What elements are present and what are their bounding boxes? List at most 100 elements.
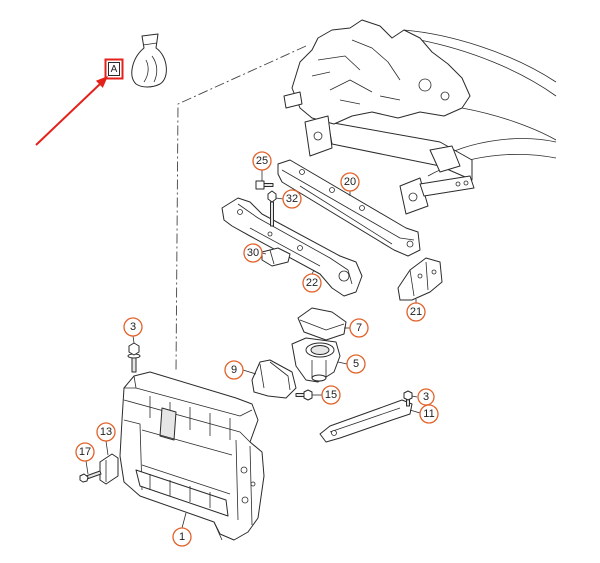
leader-5 bbox=[337, 361, 348, 365]
bracket-detail bbox=[409, 261, 429, 297]
fender-flange bbox=[461, 107, 557, 141]
callout-ring bbox=[302, 273, 322, 293]
lock-carrier-hole bbox=[297, 245, 303, 251]
part-21-bracket bbox=[397, 257, 443, 301]
leader-3-left bbox=[132, 335, 135, 344]
highlight-box bbox=[104, 58, 124, 80]
bolt-head bbox=[403, 390, 413, 401]
vehicle-body-structure bbox=[283, 19, 557, 215]
strut-tower-hole bbox=[440, 91, 450, 101]
housing-bottom bbox=[311, 374, 327, 382]
callout-label: 13 bbox=[100, 426, 112, 438]
small-body-bracket bbox=[283, 91, 303, 109]
detail-view-label: A bbox=[111, 64, 118, 75]
callout-ring bbox=[96, 422, 116, 442]
crossmember-hole bbox=[329, 187, 335, 193]
callout-1: 1 bbox=[172, 527, 192, 547]
callout-22: 22 bbox=[302, 273, 322, 293]
air-guide-outline bbox=[297, 307, 347, 341]
leader-11 bbox=[409, 409, 421, 414]
rail-bracket bbox=[429, 145, 461, 173]
housing-detail bbox=[311, 360, 327, 378]
callout-ring bbox=[406, 302, 426, 322]
lock-carrier-detail bbox=[237, 203, 353, 285]
part-5-housing bbox=[291, 337, 341, 383]
part-3-left-bolt bbox=[127, 342, 141, 373]
strip-detail bbox=[329, 407, 401, 433]
deflector-detail bbox=[259, 361, 291, 391]
crossmember-hole bbox=[406, 240, 414, 248]
callout-label: 25 bbox=[256, 155, 268, 167]
callout-3-left-bolt: 3 bbox=[123, 317, 143, 337]
callout-ring bbox=[243, 243, 263, 263]
carrier-lock-slot bbox=[159, 407, 177, 441]
callout-32: 32 bbox=[282, 189, 302, 209]
callout-25: 25 bbox=[252, 151, 272, 171]
deflector-outline bbox=[251, 359, 297, 399]
bolt-head bbox=[255, 180, 265, 190]
callout-11: 11 bbox=[419, 404, 439, 424]
part-15-bolt bbox=[295, 389, 313, 401]
arrow-head bbox=[95, 76, 108, 88]
callout-3-right-bolt: 3 bbox=[417, 388, 435, 406]
part-11-strip bbox=[319, 399, 413, 443]
callout-label: 21 bbox=[410, 306, 422, 318]
callout-9: 9 bbox=[224, 360, 244, 380]
detail-view-marker: A bbox=[104, 58, 124, 80]
callout-17: 17 bbox=[75, 442, 95, 462]
callout-label: 32 bbox=[286, 193, 298, 205]
bracket-outline bbox=[397, 257, 443, 301]
callout-label: 17 bbox=[79, 446, 91, 458]
bolt-shaft bbox=[295, 393, 305, 397]
carrier-outline bbox=[119, 371, 265, 541]
callouts: 25 20 32 30 22 21 7 5 bbox=[75, 151, 439, 547]
bolt-head bbox=[267, 190, 277, 203]
part-9-deflector bbox=[251, 359, 297, 399]
bolt-head bbox=[303, 389, 313, 401]
leader-3-right bbox=[411, 395, 418, 398]
leader-lines bbox=[85, 170, 421, 529]
lock-carrier-hole bbox=[338, 270, 350, 282]
leader-22 bbox=[311, 269, 315, 275]
right-rail-end-hole bbox=[408, 192, 418, 202]
callout-label: 15 bbox=[325, 389, 337, 401]
fender-edge-upper bbox=[403, 29, 557, 83]
callout-label: 5 bbox=[353, 358, 359, 370]
callout-label: 11 bbox=[423, 408, 434, 420]
bolt-head bbox=[79, 473, 89, 483]
part-13-bracket bbox=[99, 453, 119, 485]
callout-21: 21 bbox=[406, 302, 426, 322]
bolt-shaft bbox=[270, 201, 274, 227]
arrow-icon bbox=[35, 76, 108, 146]
bag-icon bbox=[131, 33, 167, 88]
callout-ring bbox=[224, 360, 244, 380]
bracket-outline bbox=[99, 453, 119, 485]
leader-30 bbox=[261, 252, 267, 255]
detail-label-box bbox=[108, 62, 120, 76]
bag-body bbox=[131, 33, 167, 88]
strut-tower bbox=[291, 19, 471, 125]
bag-folds bbox=[142, 42, 158, 83]
callout-13: 13 bbox=[96, 422, 116, 442]
callout-ring bbox=[252, 151, 272, 171]
callout-label: 1 bbox=[179, 531, 185, 543]
carrier-hole bbox=[250, 481, 256, 487]
callout-ring bbox=[349, 318, 369, 338]
carrier-opening-edges bbox=[141, 429, 233, 541]
callout-ring bbox=[321, 385, 341, 405]
carrier-side-posts bbox=[123, 419, 253, 526]
bracket-hole bbox=[431, 269, 437, 275]
strip-hole bbox=[331, 430, 337, 436]
strut-tower-hole bbox=[418, 78, 432, 92]
strut-tower-detail bbox=[311, 39, 401, 105]
callout-ring bbox=[172, 527, 192, 547]
callout-label: 22 bbox=[306, 277, 318, 289]
crossmember-hole bbox=[359, 205, 365, 211]
part-17-bolt bbox=[79, 470, 102, 483]
callout-label: 3 bbox=[130, 321, 136, 333]
callout-label: 9 bbox=[231, 364, 237, 376]
callout-20: 20 bbox=[340, 172, 360, 192]
callout-label: 30 bbox=[247, 247, 259, 259]
bracket-hole bbox=[417, 273, 423, 279]
